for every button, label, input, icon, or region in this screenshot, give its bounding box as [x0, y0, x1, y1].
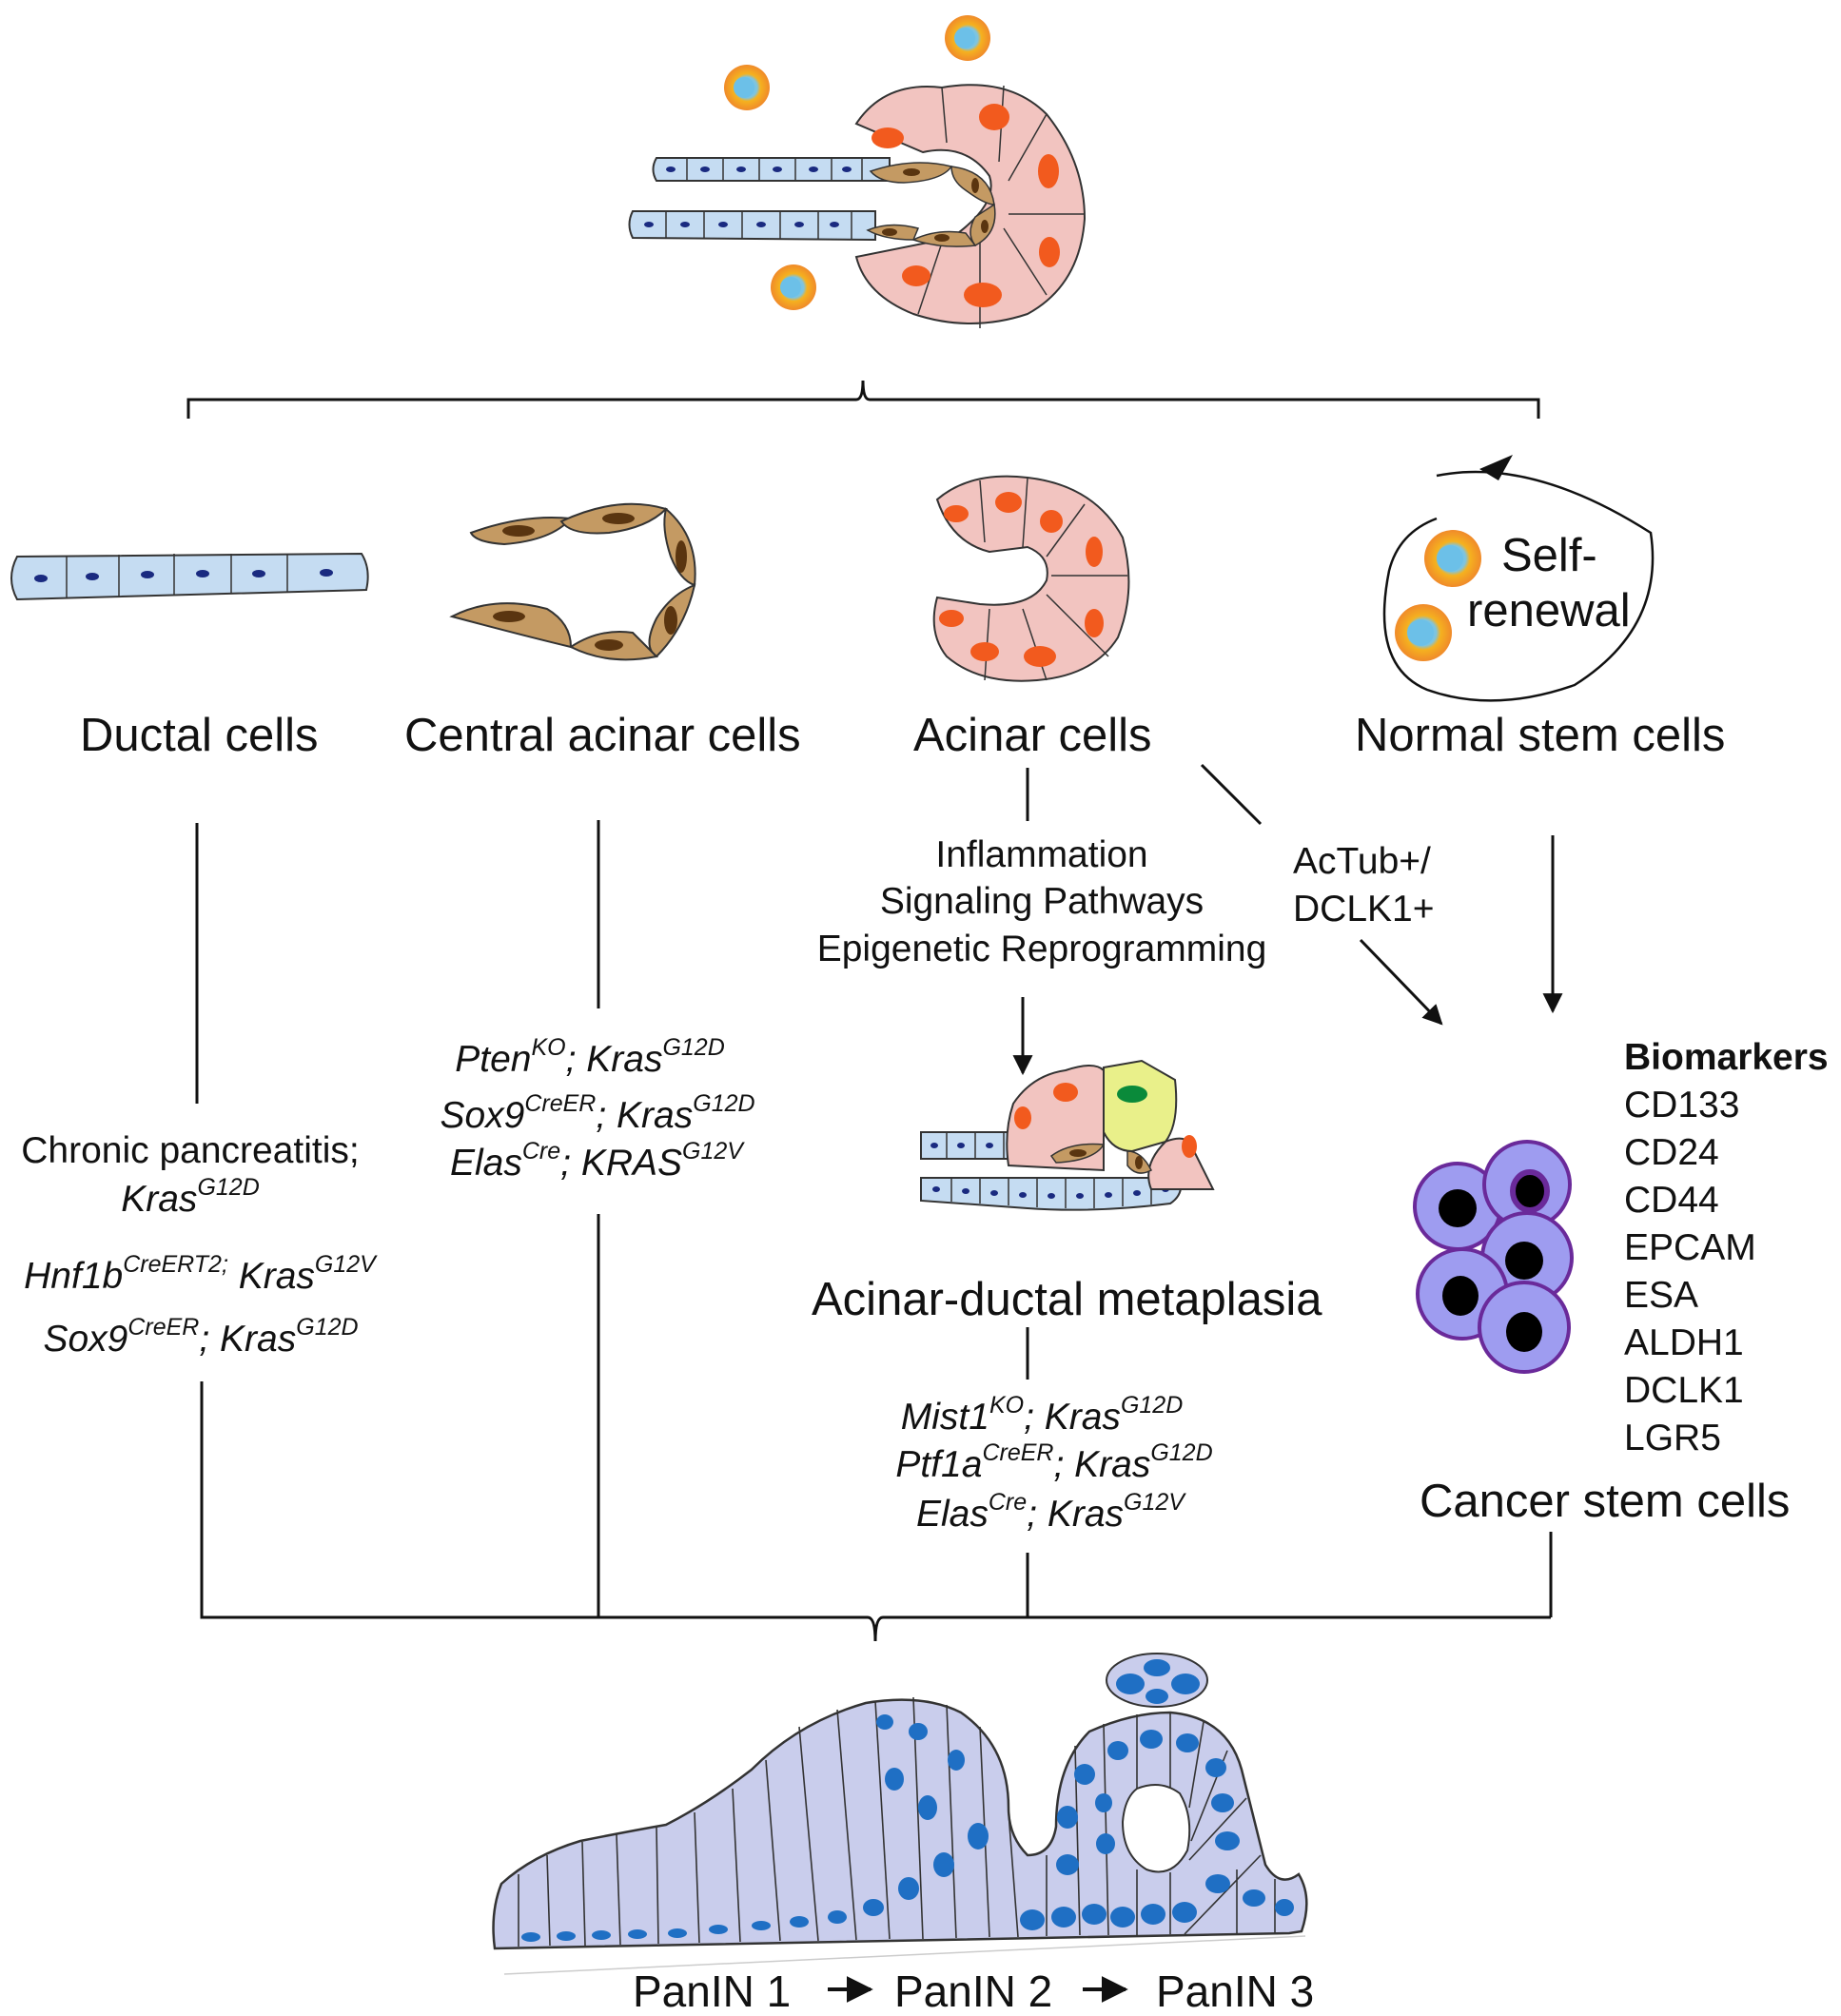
- central-model-elas: ElasCre; KRASG12V: [450, 1138, 743, 1184]
- self-renewal-label-line2: renewal: [1467, 585, 1631, 636]
- top-duct-lower: [628, 210, 876, 242]
- top-pancreas-illustration: [628, 15, 1087, 328]
- stem-cell-icon: [945, 15, 990, 61]
- ductal-model-chronic-pancreatitis: Chronic pancreatitis;: [21, 1130, 360, 1171]
- stem-cell-icon: [1395, 604, 1452, 661]
- central-model-pten: PtenKO; KrasG12D: [455, 1034, 725, 1080]
- adm-model-elas: ElasCre; KrasG12V: [916, 1489, 1185, 1535]
- pathway-inflammation: Inflammation: [935, 834, 1148, 875]
- cancer-stem-cell-icon: [1482, 1140, 1572, 1229]
- acinar-cells-label: Acinar cells: [913, 710, 1152, 761]
- cancer-stem-cells-label: Cancer stem cells: [1420, 1476, 1791, 1527]
- normal-stem-cells-illustration: [1325, 455, 1655, 702]
- biomarker-item: CD133: [1624, 1085, 1740, 1125]
- cancer-stem-cells-illustration: [1413, 1140, 1574, 1374]
- biomarker-item: DCLK1: [1624, 1370, 1744, 1411]
- bottom-bracket: [200, 1598, 1551, 1642]
- panin-2-label: PanIN 2: [894, 1967, 1053, 2016]
- shed-cluster: [1106, 1653, 1208, 1708]
- stem-cell-icon: [1424, 530, 1481, 587]
- acinar-cells-illustration: [932, 475, 1130, 682]
- cancer-stem-cell-icon: [1478, 1281, 1571, 1374]
- adm-illustration: [920, 1059, 1215, 1211]
- self-renewal-arrow-icon: [1325, 469, 1522, 699]
- panin-1-label: PanIN 1: [633, 1967, 792, 2016]
- pathway-epigenetic: Epigenetic Reprogramming: [816, 929, 1267, 969]
- biomarker-item: CD24: [1624, 1132, 1719, 1173]
- normal-stem-cells-label: Normal stem cells: [1355, 710, 1726, 761]
- panin-3-label: PanIN 3: [1156, 1967, 1315, 2016]
- stem-cell-icon: [771, 264, 816, 310]
- central-acinar-cells-illustration: [449, 502, 696, 661]
- top-acinus: [854, 84, 1087, 328]
- ductal-cells-label: Ductal cells: [80, 710, 319, 761]
- adm-model-mist1: Mist1KO; KrasG12D: [900, 1392, 1184, 1438]
- ductal-cells-illustration: [10, 552, 369, 601]
- biomarker-item: CD44: [1624, 1180, 1719, 1221]
- arrows: [1012, 835, 1563, 1076]
- actub-label-line2: DCLK1+: [1293, 889, 1435, 930]
- ductal-model-sox9: Sox9CreER; KrasG12D: [43, 1314, 359, 1360]
- top-duct-upper: [652, 157, 891, 182]
- self-renewal-label-line1: Self-: [1501, 530, 1597, 581]
- stem-cell-icon: [724, 65, 770, 110]
- biomarker-item: ALDH1: [1624, 1322, 1744, 1363]
- central-model-sox9: Sox9CreER; KrasG12D: [440, 1090, 755, 1136]
- biomarkers-title: Biomarkers: [1624, 1037, 1829, 1078]
- biomarker-item: EPCAM: [1624, 1227, 1756, 1268]
- connector-lines: [195, 763, 1553, 1617]
- panin-illustration: [492, 1653, 1308, 1975]
- adm-label: Acinar-ductal metaplasia: [812, 1274, 1322, 1325]
- ductal-model-kras: KrasG12D: [121, 1174, 260, 1220]
- actub-label-line1: AcTub+/: [1293, 841, 1431, 882]
- top-bracket: [186, 380, 1540, 419]
- biomarker-item: ESA: [1624, 1275, 1699, 1316]
- ductal-model-hnf1b: Hnf1bCreERT2; KrasG12V: [24, 1251, 376, 1297]
- adm-model-ptf1a: Ptf1aCreER; KrasG12D: [895, 1439, 1213, 1485]
- biomarker-item: LGR5: [1624, 1418, 1721, 1458]
- central-acinar-cells-label: Central acinar cells: [404, 710, 801, 761]
- pathway-signaling: Signaling Pathways: [879, 881, 1204, 922]
